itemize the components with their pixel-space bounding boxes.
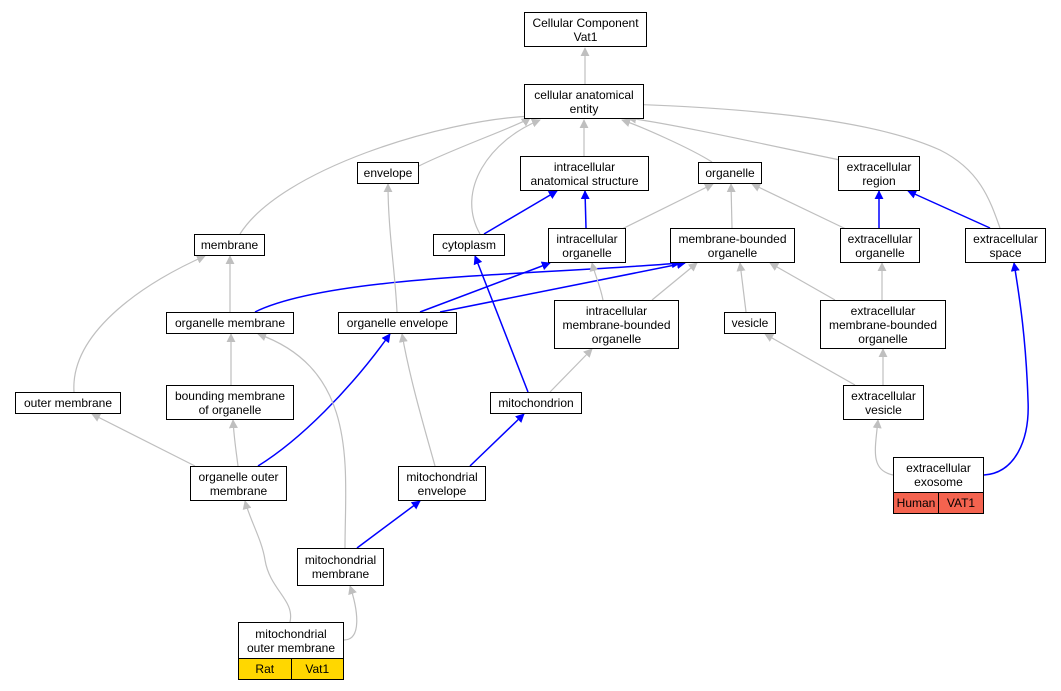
node-extracellular-organelle[interactable]: extracellular organelle	[840, 228, 920, 263]
edge-is-a-intracellular-membrane-bounded-organelle-to-intracellular-organelle	[589, 262, 604, 301]
edge-is-a-vesicle-to-membrane-bounded-organelle	[736, 262, 747, 313]
edge-is-a-cytoplasm-to-cellular-anatomical-entity	[471, 118, 541, 235]
edge-is-a-membrane-bounded-organelle-to-organelle	[726, 183, 736, 229]
edge-is-a-envelope-to-cellular-anatomical-entity	[418, 117, 531, 167]
node-mitochondrion[interactable]: mitochondrion	[490, 392, 582, 414]
edge-is-a-mitochondrion-to-intracellular-membrane-bounded-organelle	[549, 348, 593, 393]
edge-is-a-membrane-to-cellular-anatomical-entity	[239, 111, 533, 235]
node-mitochondrial-outer-membrane[interactable]: mitochondrial outer membrane	[238, 622, 344, 659]
node-intracellular-membrane-bounded-organelle[interactable]: intracellular membrane-bounded organelle	[554, 300, 679, 349]
annotation-row-mitochondrial-outer-membrane: Rat Vat1	[238, 658, 344, 680]
node-membrane-bounded-organelle[interactable]: membrane-bounded organelle	[670, 228, 795, 263]
node-extracellular-membrane-bounded-organelle[interactable]: extracellular membrane-bounded organelle	[820, 300, 946, 349]
edge-part-of-extracellular-space-to-extracellular-region	[907, 190, 991, 229]
edge-is-a-mitochondrial-outer-membrane-to-organelle-outer-membrane	[242, 500, 292, 623]
edge-is-a-mitochondrial-outer-membrane-to-mitochondrial-membrane	[343, 585, 358, 641]
node-organelle[interactable]: organelle	[698, 162, 762, 184]
gene-tag-vat1-rat: Vat1	[290, 659, 344, 679]
node-intracellular-organelle[interactable]: intracellular organelle	[548, 228, 626, 263]
edge-part-of-intracellular-organelle-to-intracellular-anatomical-structure	[580, 190, 590, 229]
edge-is-a-extracellular-exosome-to-extracellular-vesicle	[872, 419, 894, 476]
node-extracellular-region[interactable]: extracellular region	[838, 156, 920, 191]
node-cytoplasm[interactable]: cytoplasm	[433, 234, 505, 256]
edge-part-of-organelle-membrane-to-membrane-bounded-organelle	[254, 259, 681, 313]
annotation-row-extracellular-exosome: Human VAT1	[893, 492, 984, 514]
edge-part-of-cytoplasm-to-intracellular-anatomical-structure	[483, 190, 558, 235]
edge-is-a-mitochondrial-membrane-to-organelle-membrane	[257, 332, 347, 549]
edge-part-of-mitochondrial-envelope-to-mitochondrion	[469, 413, 525, 467]
edge-is-a-organelle-outer-membrane-to-outer-membrane	[91, 413, 196, 467]
edge-is-a-extracellular-region-to-cellular-anatomical-entity	[627, 114, 841, 161]
node-intracellular-anatomical-structure[interactable]: intracellular anatomical structure	[520, 156, 649, 191]
node-cellular-component[interactable]: Cellular Component Vat1	[524, 12, 647, 47]
species-tag-human: Human	[896, 496, 936, 510]
edge-part-of-organelle-outer-membrane-to-organelle-envelope	[257, 333, 391, 467]
species-tag-rat: Rat	[255, 662, 275, 676]
node-extracellular-exosome[interactable]: extracellular exosome	[893, 457, 984, 493]
node-vesicle[interactable]: vesicle	[724, 312, 776, 334]
node-cellular-anatomical-entity[interactable]: cellular anatomical entity	[524, 84, 644, 119]
edge-part-of-organelle-envelope-to-membrane-bounded-organelle	[439, 260, 686, 313]
edge-is-a-extracellular-vesicle-to-vesicle	[764, 333, 856, 386]
edge-part-of-organelle-envelope-to-intracellular-organelle	[419, 261, 551, 313]
edge-part-of-extracellular-exosome-to-extracellular-space	[983, 262, 1029, 476]
node-outer-membrane[interactable]: outer membrane	[15, 392, 121, 414]
node-extracellular-vesicle[interactable]: extracellular vesicle	[843, 385, 924, 420]
node-organelle-membrane[interactable]: organelle membrane	[166, 312, 294, 334]
edge-is-a-mitochondrial-envelope-to-organelle-envelope	[398, 333, 436, 467]
edge-is-a-extracellular-space-to-cellular-anatomical-entity	[625, 99, 1001, 229]
node-mitochondrial-membrane[interactable]: mitochondrial membrane	[297, 548, 384, 586]
edge-is-a-organelle-outer-membrane-to-bounding-membrane-of-organelle	[228, 419, 239, 467]
node-envelope[interactable]: envelope	[357, 162, 419, 184]
node-extracellular-space[interactable]: extracellular space	[965, 228, 1046, 263]
edge-is-a-extracellular-membrane-bounded-organelle-to-membrane-bounded-organelle	[769, 262, 836, 301]
node-bounding-membrane-of-organelle[interactable]: bounding membrane of organelle	[166, 385, 294, 420]
edge-is-a-extracellular-organelle-to-organelle	[751, 183, 849, 231]
edge-is-a-intracellular-membrane-bounded-organelle-to-membrane-bounded-organelle	[651, 262, 698, 301]
edge-is-a-organelle-envelope-to-envelope	[383, 183, 398, 313]
node-organelle-outer-membrane[interactable]: organelle outer membrane	[190, 466, 287, 501]
edge-is-a-intracellular-organelle-to-organelle	[619, 183, 714, 231]
node-membrane[interactable]: membrane	[194, 234, 265, 256]
gene-tag-vat1-human: VAT1	[938, 493, 983, 513]
node-organelle-envelope[interactable]: organelle envelope	[338, 312, 457, 334]
edge-is-a-outer-membrane-to-membrane	[73, 255, 206, 393]
edge-part-of-mitochondrial-membrane-to-mitochondrial-envelope	[356, 500, 421, 549]
node-mitochondrial-envelope[interactable]: mitochondrial envelope	[398, 466, 486, 501]
edge-part-of-mitochondrion-to-cytoplasm	[473, 255, 529, 393]
